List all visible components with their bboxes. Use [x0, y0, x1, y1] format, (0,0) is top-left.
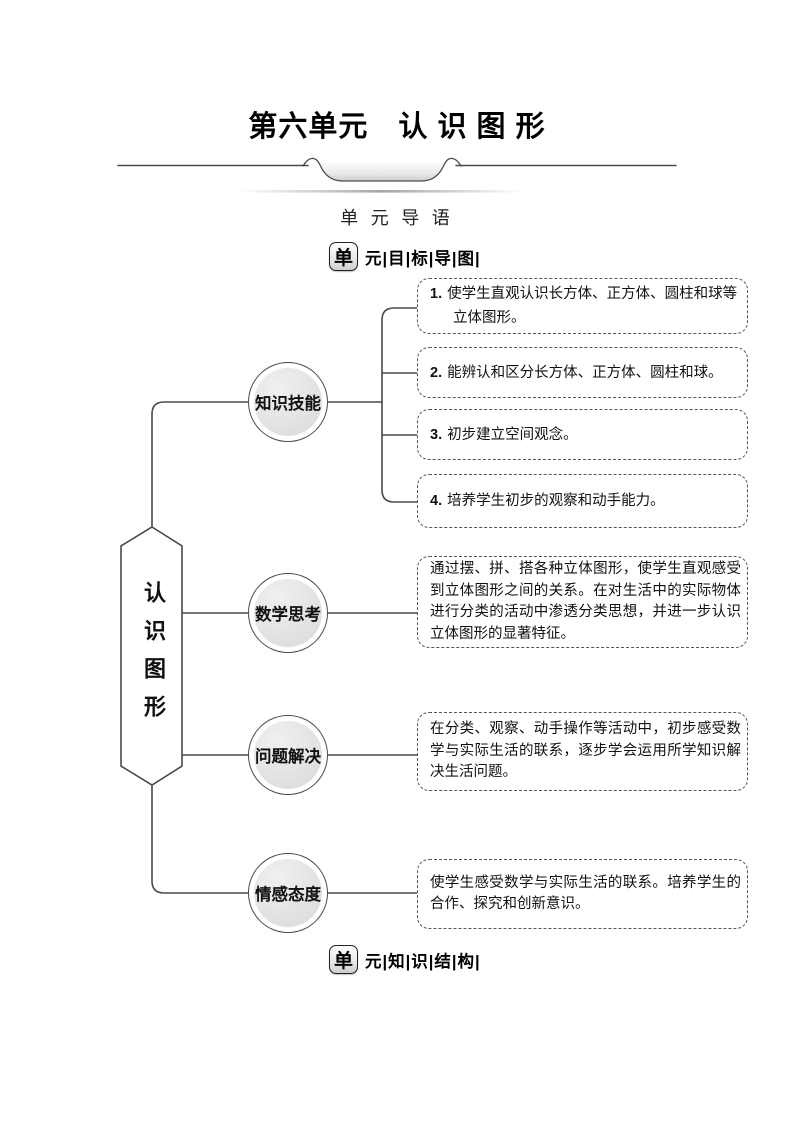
node-math-thinking: 数学思考	[248, 573, 328, 653]
math-thinking-text: 通过摆、拼、搭各种立体图形，使学生直观感受到立体图形之间的关系。在对生活中的实际…	[430, 561, 741, 642]
unit-goal-map-heading: 单 元|目|标|导|图|	[329, 242, 481, 271]
root-hexagon	[120, 526, 183, 786]
goal-4-text: 培养学生初步的观察和动手能力。	[447, 493, 665, 509]
node-knowledge-skills: 知识技能	[248, 362, 328, 442]
divider-tab-fill	[320, 162, 444, 181]
node-problem-solving: 问题解决	[248, 715, 328, 795]
problem-solving-box: 在分类、观察、动手操作等活动中，初步感受数学与实际生活的联系，逐步学会运用所学知…	[417, 712, 748, 791]
goal-2-text: 能辨认和区分长方体、正方体、圆柱和球。	[447, 364, 723, 381]
math-thinking-box: 通过摆、拼、搭各种立体图形，使学生直观感受到立体图形之间的关系。在对生活中的实际…	[417, 556, 748, 648]
node-disc: 知识技能	[254, 368, 322, 436]
unit-badge-icon: 单	[329, 242, 358, 271]
mindmap-connectors	[151, 307, 418, 894]
unit-knowledge-structure-label: 元|知|识|结|构|	[365, 952, 481, 971]
header-divider	[117, 157, 677, 193]
problem-solving-text: 在分类、观察、动手操作等活动中，初步感受数学与实际生活的联系，逐步学会运用所学知…	[430, 721, 741, 781]
goal-box-2: 2.能辨认和区分长方体、正方体、圆柱和球。	[417, 347, 748, 398]
node-disc: 数学思考	[254, 579, 322, 647]
section-label: 单 元 导 语	[340, 208, 454, 228]
unit-goal-map-label: 元|目|标|导|图|	[365, 249, 481, 268]
unit-badge-icon: 单	[329, 945, 358, 974]
goal-3-number: 3.	[430, 426, 443, 443]
goal-2-number: 2.	[430, 364, 443, 381]
page-title: 第六单元 认 识 图 形	[248, 111, 546, 143]
mindmap-root-label: 认识图形	[141, 581, 166, 733]
node-disc: 问题解决	[254, 721, 322, 789]
emotion-attitude-box: 使学生感受数学与实际生活的联系。培养学生的合作、探究和创新意识。	[417, 859, 748, 929]
goal-box-1: 1.使学生直观认识长方体、正方体、圆柱和球等立体图形。	[417, 278, 748, 334]
emotion-attitude-text: 使学生感受数学与实际生活的联系。培养学生的合作、探究和创新意识。	[430, 874, 741, 913]
goal-1-text: 使学生直观认识长方体、正方体、圆柱和球等立体图形。	[447, 286, 738, 326]
divider-shadow	[240, 190, 525, 193]
goal-3-text: 初步建立空间观念。	[447, 426, 578, 443]
goal-box-3: 3.初步建立空间观念。	[417, 409, 748, 460]
node-problem-solving-label: 问题解决	[255, 748, 321, 766]
goal-1-number: 1.	[430, 286, 443, 302]
node-math-thinking-label: 数学思考	[255, 606, 321, 624]
node-emotion-attitude: 情感态度	[248, 853, 328, 933]
node-disc: 情感态度	[254, 859, 322, 927]
node-emotion-attitude-label: 情感态度	[255, 886, 321, 904]
unit-knowledge-structure-heading: 单 元|知|识|结|构|	[329, 945, 481, 974]
goal-box-4: 4.培养学生初步的观察和动手能力。	[417, 474, 748, 528]
node-knowledge-skills-label: 知识技能	[255, 395, 321, 413]
goal-4-number: 4.	[430, 493, 443, 509]
